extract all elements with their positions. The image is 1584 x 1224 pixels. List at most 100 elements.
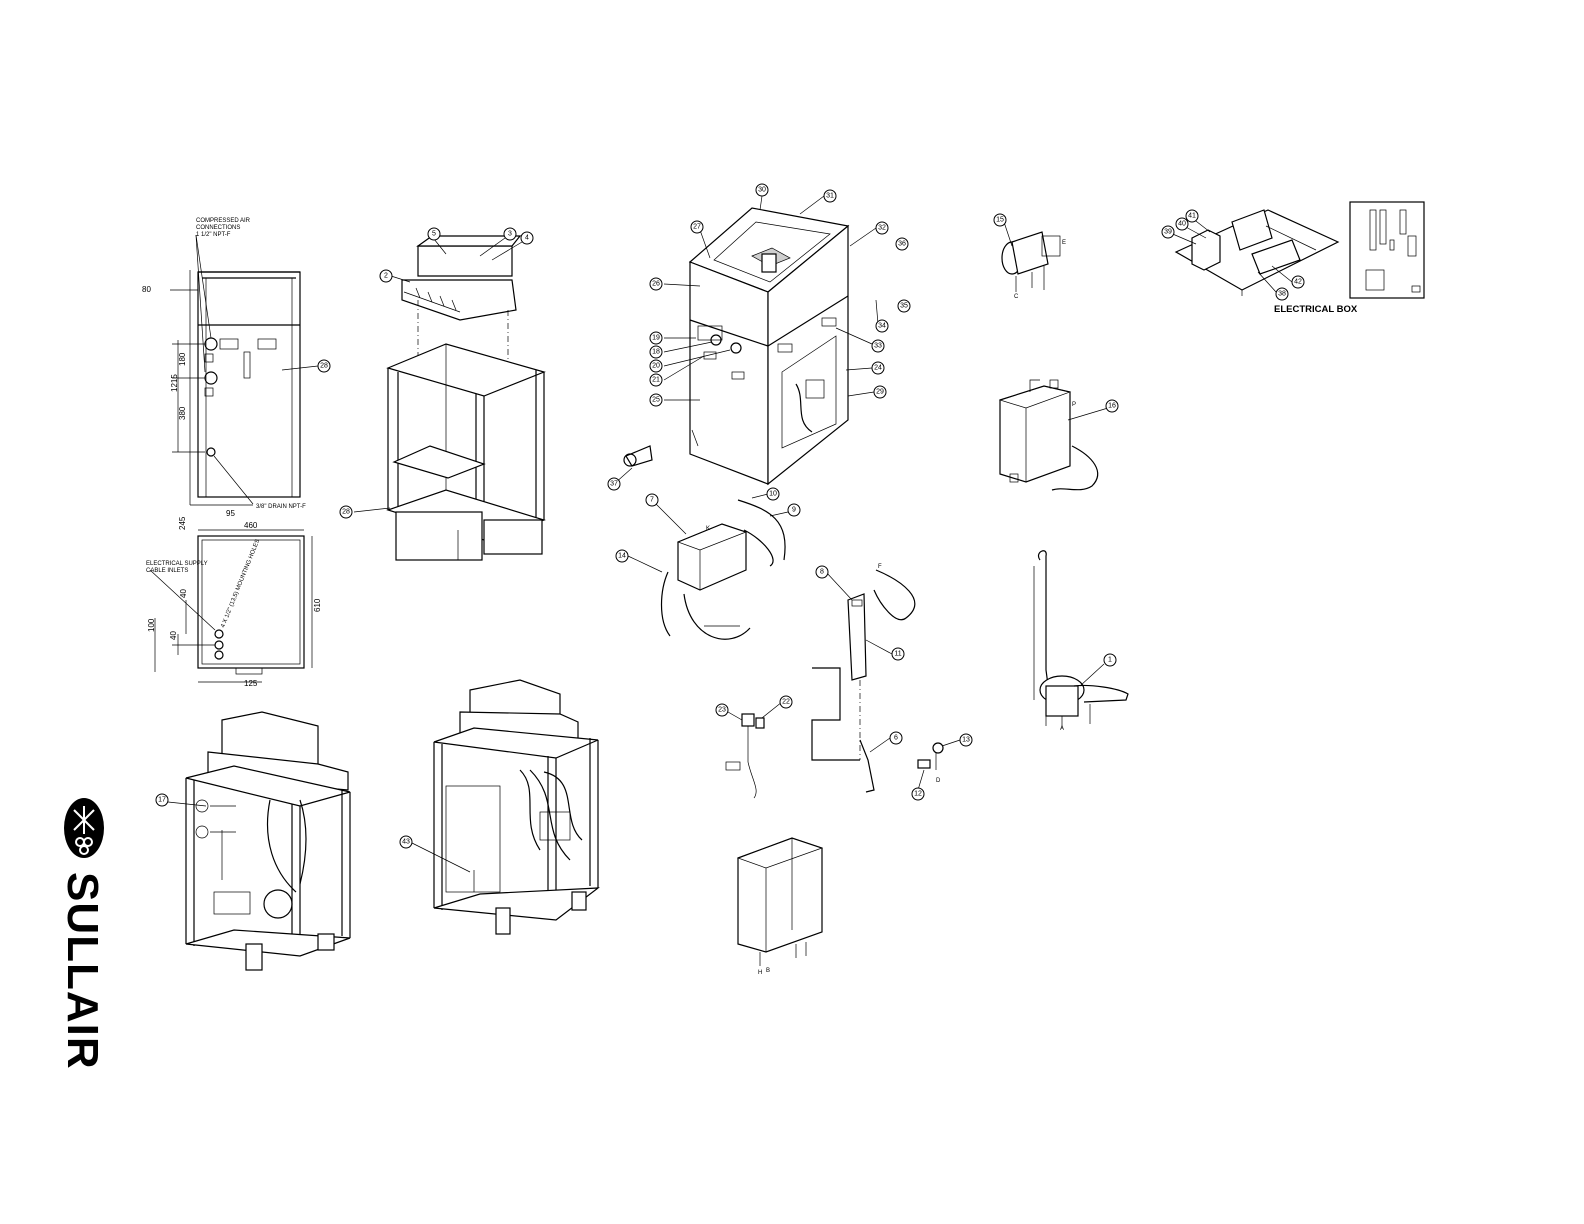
mark-k: K — [706, 526, 710, 532]
callout-3: 3 — [503, 227, 517, 241]
svg-text:35: 35 — [900, 303, 908, 310]
svg-text:38: 38 — [1278, 291, 1286, 298]
callout-9: 9 — [787, 503, 801, 517]
callout-40: 40 — [1175, 217, 1189, 231]
svg-text:15: 15 — [996, 217, 1004, 224]
svg-text:43: 43 — [402, 839, 410, 846]
callout-36: 36 — [895, 237, 909, 251]
svg-text:19: 19 — [652, 335, 660, 342]
letter-marks: A B C D E F H K P — [706, 240, 1076, 976]
svg-text:29: 29 — [876, 389, 884, 396]
svg-text:4: 4 — [525, 235, 529, 242]
svg-text:36: 36 — [898, 241, 906, 248]
mark-e: E — [1062, 240, 1066, 246]
callout-33: 33 — [871, 339, 885, 353]
mark-p: P — [1072, 402, 1076, 408]
callout-34: 34 — [875, 319, 889, 333]
callout-28-side: 28 — [317, 359, 331, 373]
drain-note: 3/8" DRAIN NPT-F — [256, 504, 306, 510]
svg-text:16: 16 — [1108, 403, 1116, 410]
callout-26: 26 — [649, 277, 663, 291]
callout-1: 1 — [1103, 653, 1117, 667]
callout-23: 23 — [715, 703, 729, 717]
electrical-box-label: ELECTRICAL BOX — [1274, 304, 1358, 315]
svg-text:41: 41 — [1188, 213, 1196, 220]
svg-text:23: 23 — [718, 707, 726, 714]
callout-4: 4 — [520, 231, 534, 245]
callout-18: 18 — [649, 345, 663, 359]
sullair-logo: SULLAIR — [58, 798, 107, 1070]
svg-text:31: 31 — [826, 193, 834, 200]
svg-text:28: 28 — [342, 509, 350, 516]
svg-text:22: 22 — [782, 699, 790, 706]
dim-e: 40 — [179, 589, 188, 598]
dim-h: 125 — [244, 679, 258, 688]
assembled-view-middle — [433, 679, 600, 935]
callout-22: 22 — [779, 695, 793, 709]
svg-text:6: 6 — [894, 735, 898, 742]
callout-38: 38 — [1275, 287, 1289, 301]
condenser — [998, 379, 1099, 491]
frame-assembly — [386, 235, 546, 561]
svg-text:27: 27 — [693, 224, 701, 231]
callout-15: 15 — [993, 213, 1007, 227]
svg-text:11: 11 — [894, 651, 901, 658]
callout-37: 37 — [607, 477, 621, 491]
callout-7: 7 — [645, 493, 659, 507]
callout-10: 10 — [766, 487, 780, 501]
separator-column — [811, 569, 916, 793]
callout-14: 14 — [615, 549, 629, 563]
brand-wordmark: SULLAIR — [58, 872, 107, 1070]
callout-29: 29 — [873, 385, 887, 399]
svg-text:25: 25 — [652, 397, 660, 404]
dim-f: 40 — [169, 631, 178, 640]
svg-text:3: 3 — [508, 231, 512, 238]
callout-43: 43 — [399, 835, 413, 849]
svg-text:33: 33 — [874, 343, 882, 350]
electrical-box — [1174, 201, 1425, 299]
callout-20: 20 — [649, 359, 663, 373]
mark-c: C — [1014, 294, 1019, 300]
dim-depth: 610 — [313, 598, 322, 612]
svg-text:42: 42 — [1294, 279, 1302, 286]
svg-text:34: 34 — [878, 323, 886, 330]
dim-c: 245 — [178, 516, 187, 530]
callout-balloons: 1 2 3 4 5 6 7 8 9 10 11 12 13 14 15 16 1… — [155, 183, 1305, 849]
fan-motor — [1001, 231, 1061, 292]
callout-30: 30 — [755, 183, 769, 197]
callout-39: 39 — [1161, 225, 1175, 239]
callout-8: 8 — [815, 565, 829, 579]
callout-25: 25 — [649, 393, 663, 407]
svg-text:26: 26 — [652, 281, 660, 288]
mark-d: D — [936, 778, 941, 784]
svg-text:1: 1 — [1108, 657, 1112, 664]
compressed-air-note-2: CONNECTIONS — [196, 225, 240, 231]
callout-41: 41 — [1185, 209, 1199, 223]
svg-text:2: 2 — [384, 273, 388, 280]
callout-2: 2 — [379, 269, 393, 283]
callout-5: 5 — [427, 227, 441, 241]
mark-b: B — [766, 968, 770, 974]
callout-27: 27 — [690, 220, 704, 234]
valve-parts — [725, 713, 944, 799]
dim-b: 380 — [178, 406, 187, 420]
dim-top: 80 — [142, 285, 151, 294]
svg-text:37: 37 — [610, 481, 618, 488]
compressed-air-note-1: COMPRESSED AIR — [196, 218, 251, 224]
callout-6: 6 — [889, 731, 903, 745]
svg-text:30: 30 — [758, 187, 766, 194]
dim-width: 460 — [244, 521, 258, 530]
front-dimension-view — [170, 234, 301, 506]
svg-text:13: 13 — [962, 737, 970, 744]
dim-d: 95 — [226, 509, 235, 518]
svg-text:8: 8 — [820, 569, 824, 576]
callout-21: 21 — [649, 373, 663, 387]
callout-16: 16 — [1105, 399, 1119, 413]
svg-text:17: 17 — [158, 797, 166, 804]
compressor — [1033, 550, 1129, 728]
assembled-view-left — [185, 711, 351, 971]
leader-lines — [167, 195, 1293, 873]
callout-11: 11 — [891, 647, 905, 661]
evaporator-assembly — [660, 499, 786, 640]
callout-24: 24 — [871, 361, 885, 375]
